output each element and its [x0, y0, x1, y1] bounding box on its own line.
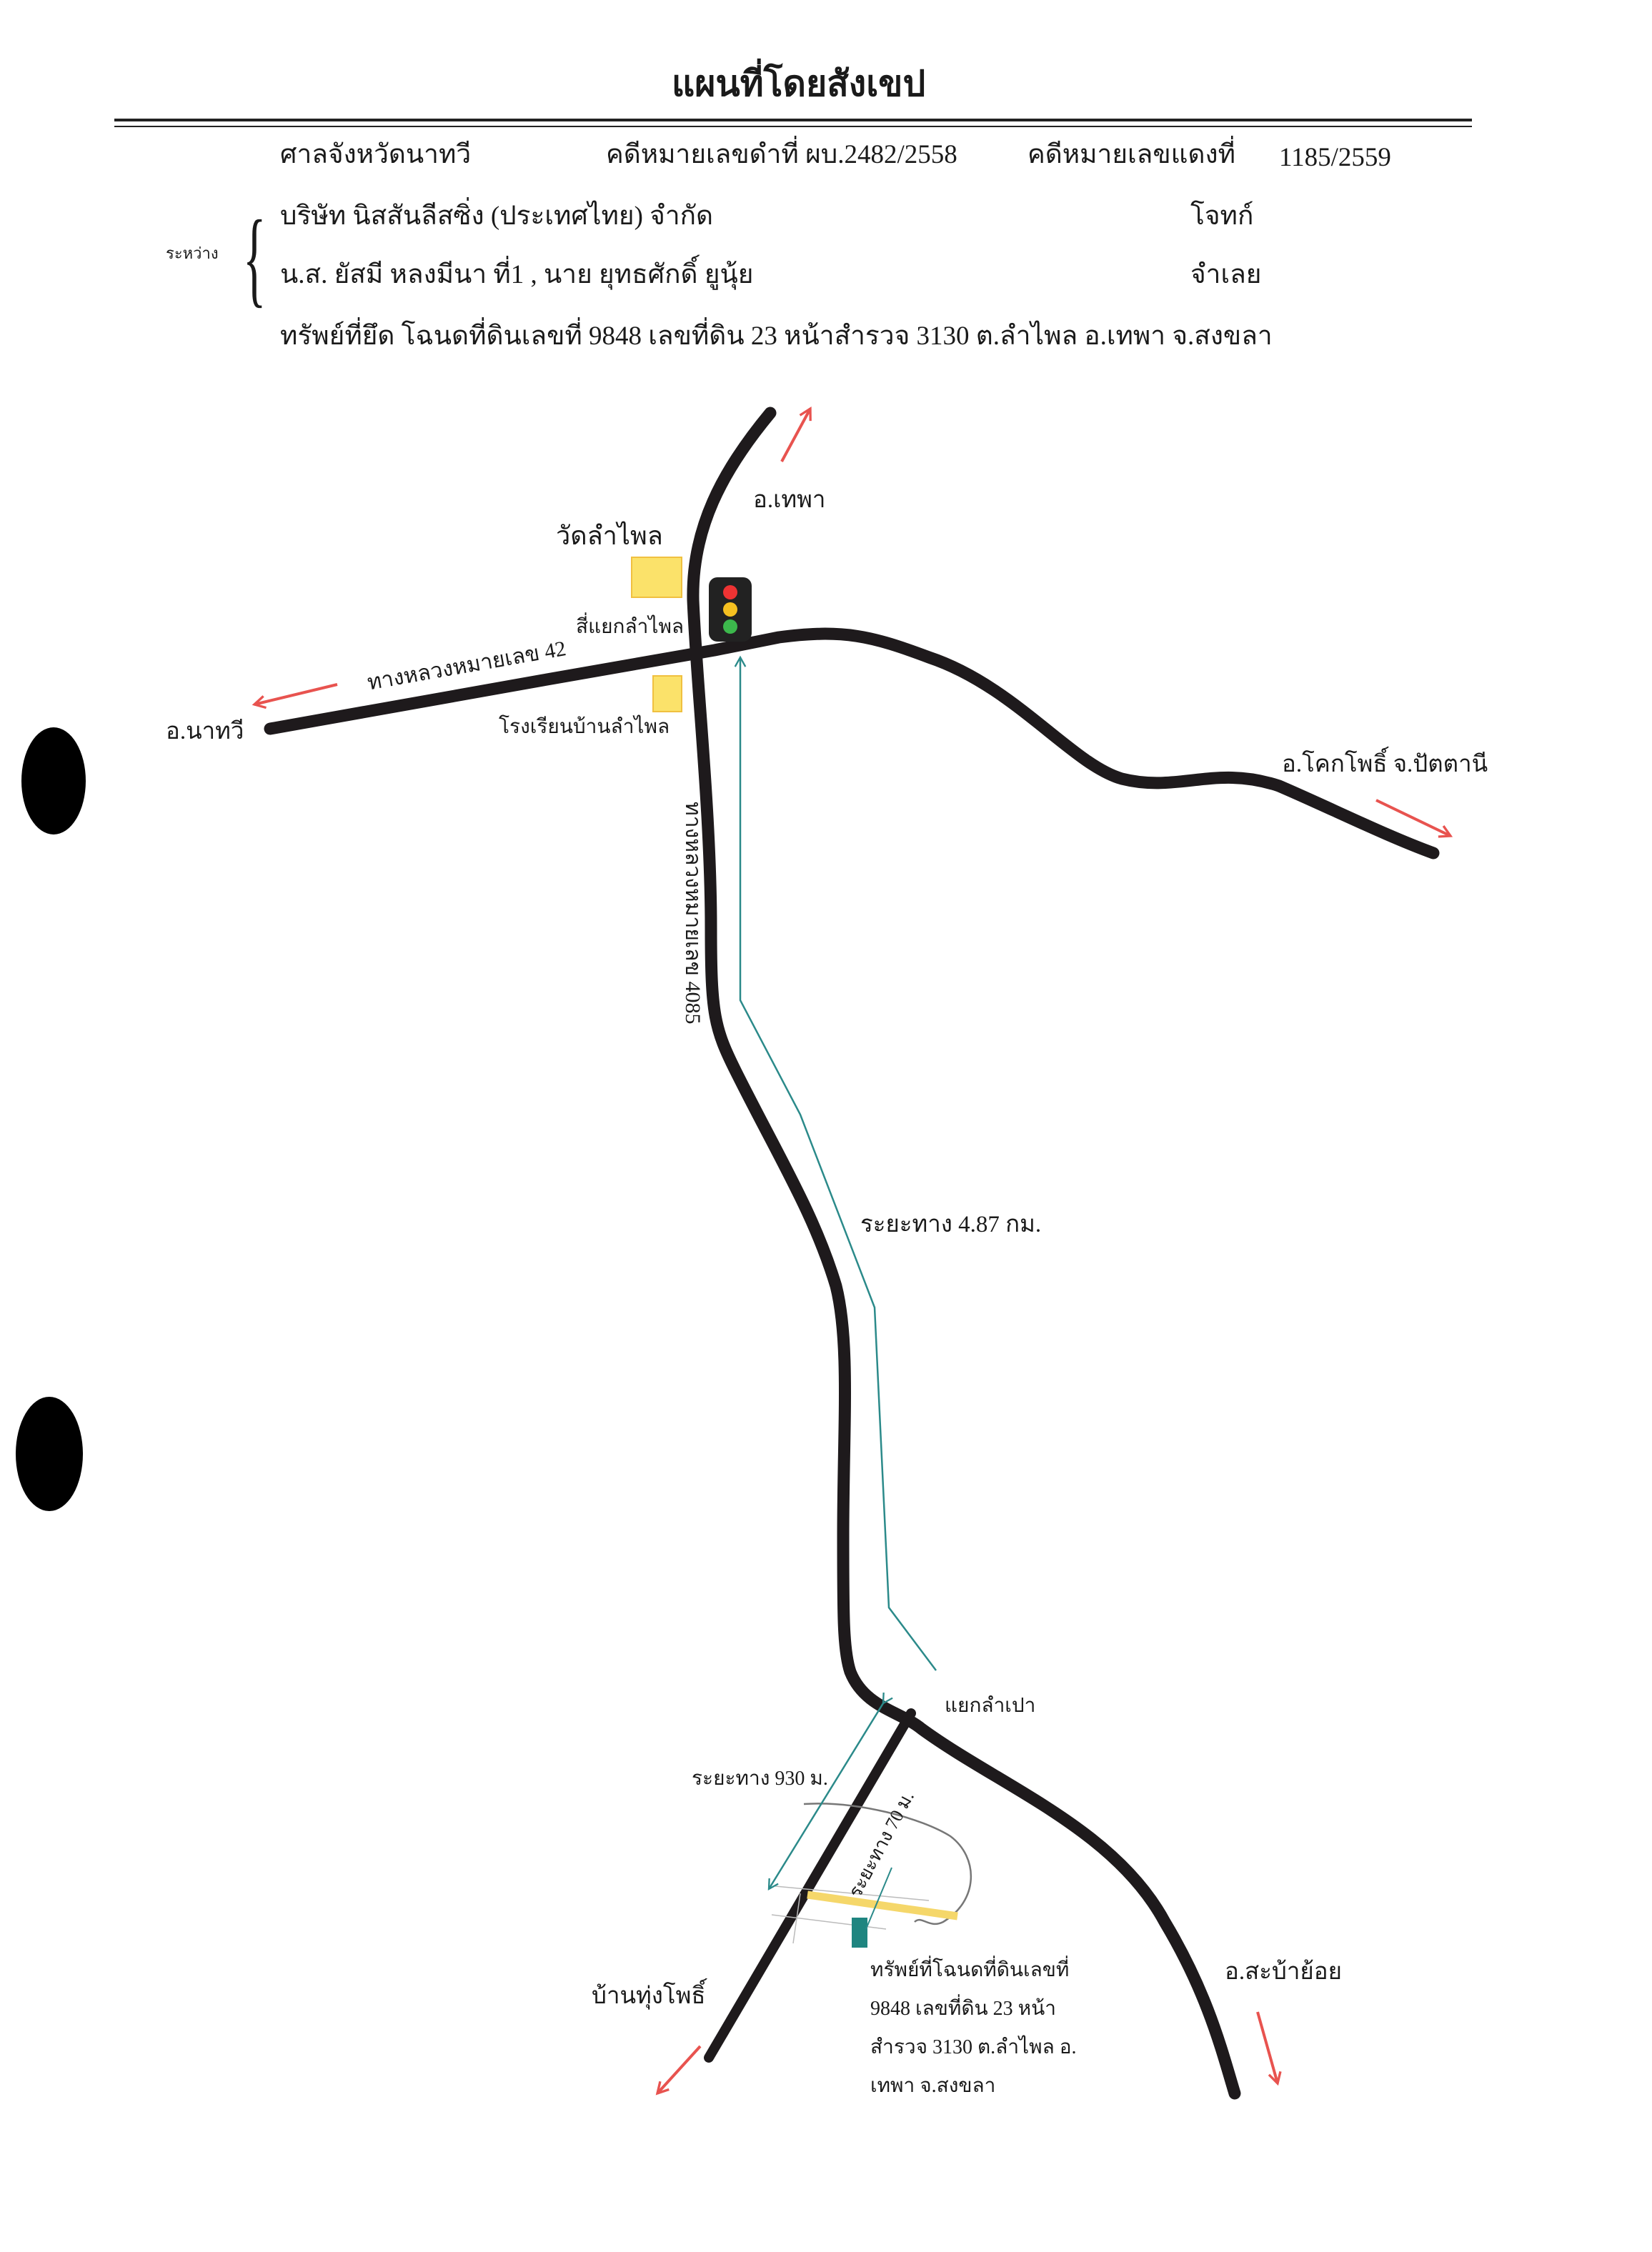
- court-name: ศาลจังหวัดนาทวี: [280, 140, 472, 169]
- page-title: แผนที่โดยสังเขป: [672, 64, 926, 104]
- property-desc-line-1: ทรัพย์ที่โฉนดที่ดินเลขที่: [870, 1959, 1070, 1981]
- property-desc-line-3: สำรวจ 3130 ต.ลำไพล อ.: [870, 2036, 1077, 2058]
- between-label: ระหว่าง: [166, 244, 219, 262]
- label-distance-main: ระยะทาง 4.87 กม.: [860, 1212, 1042, 1237]
- traffic-light-icon: [709, 577, 752, 642]
- defendant-role: จำเลย: [1190, 260, 1262, 289]
- scan-blot-top: [21, 727, 86, 834]
- header-divider-bottom: [114, 126, 1472, 127]
- label-intersection: สี่แยกลำไพล: [576, 616, 685, 638]
- plaintiff-role: โจทก์: [1190, 201, 1254, 231]
- label-distance-930: ระยะทาง 930 ม.: [692, 1768, 828, 1790]
- label-to-khok-pho: อ.โคกโพธิ์ จ.ปัตตานี: [1282, 752, 1488, 777]
- label-highway-4085: ทางหลวงหมายเลข 4085: [681, 802, 705, 1025]
- label-school: โรงเรียนบ้านลำไพล: [499, 716, 670, 738]
- arrow-to-khok-pho: [1375, 799, 1451, 836]
- wat-lamphai-marker: [631, 557, 682, 598]
- school-marker: [652, 675, 682, 712]
- label-to-nathawi: อ.นาทวี: [166, 719, 244, 744]
- black-case-number: คดีหมายเลขดำที่ ผบ.2482/2558: [606, 140, 957, 169]
- property-description: ทรัพย์ที่โฉนดที่ดินเลขที่ 9848 เลขที่ดิน…: [870, 1960, 1077, 2096]
- property-desc-line-4: เทพา จ.สงขลา: [870, 2075, 996, 2097]
- label-junction: แยกลำเปา: [945, 1695, 1036, 1717]
- scan-blot-bottom: [16, 1397, 83, 1511]
- arrow-to-thepha: [780, 409, 810, 462]
- road-highway-42: [264, 627, 1440, 860]
- distance-line-930m: [767, 1692, 893, 1891]
- label-wat-lamphai: วัดลำไพล: [556, 522, 663, 550]
- plaintiff-name: บริษัท นิสสันลีสซิ่ง (ประเทศไทย) จำกัด: [280, 201, 714, 231]
- header-divider-top: [114, 119, 1472, 121]
- seized-property: ทรัพย์ที่ยึด โฉนดที่ดินเลขที่ 9848 เลขที…: [280, 322, 1273, 351]
- arrow-to-ban-thung-pho: [657, 2045, 702, 2093]
- label-to-saba-yoi: อ.สะบ้าย้อย: [1225, 1959, 1342, 1985]
- parties-brace: {: [243, 199, 267, 317]
- property-plot-marker: [852, 1918, 867, 1948]
- label-to-thepha: อ.เทพา: [753, 487, 826, 513]
- arrow-to-saba-yoi: [1256, 2011, 1278, 2083]
- road-highway-4085: [687, 407, 1241, 2100]
- label-to-ban-thung-pho: บ้านทุ่งโพธิ์: [592, 1983, 706, 2009]
- red-case-number: 1185/2559: [1279, 143, 1391, 172]
- arrow-to-nathawi: [254, 683, 338, 704]
- property-access-strip: [807, 1890, 958, 1920]
- red-case-label: คดีหมายเลขแดงที่: [1027, 140, 1235, 169]
- property-desc-line-2: 9848 เลขที่ดิน 23 หน้า: [870, 1998, 1056, 2020]
- distance-line-4.87km: [734, 655, 937, 1671]
- defendant-name: น.ส. ยัสมี หลงมีนา ที่1 , นาย ยุทธศักดิ์…: [280, 260, 754, 289]
